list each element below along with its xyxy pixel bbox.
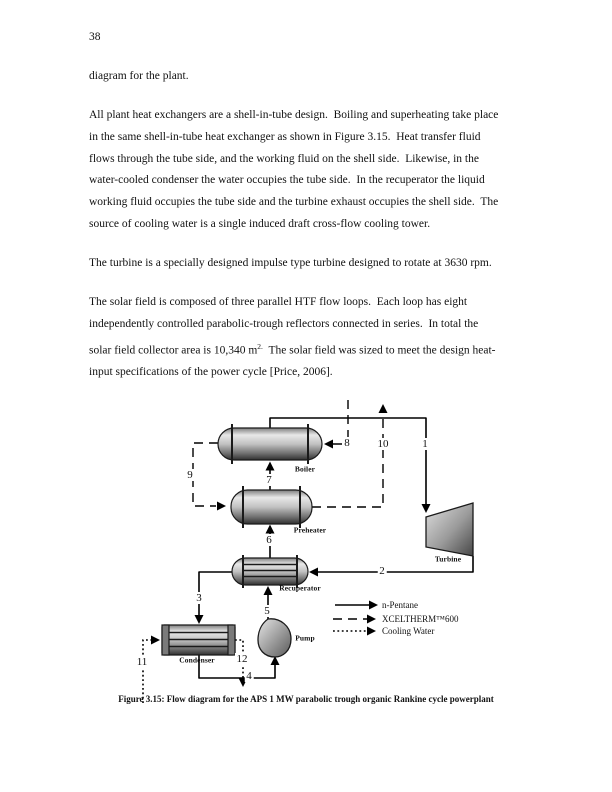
pump-label: Pump xyxy=(295,633,315,643)
arrow-into-boiler-right xyxy=(324,439,333,449)
body-line: water-cooled condenser the water occupie… xyxy=(89,174,485,187)
page-number: 38 xyxy=(89,31,101,43)
pipe-turbine-to-recuperator xyxy=(318,556,474,573)
body-line: solar field collector area is 10,340 m2.… xyxy=(89,336,559,362)
flow-diagram-graphics xyxy=(142,400,474,703)
superscript: 2. xyxy=(257,341,263,351)
arrow-into-turbine xyxy=(421,504,431,513)
boiler-label: Boiler xyxy=(294,464,316,474)
paragraph-heat-exchangers: All plant heat exchangers are a shell-in… xyxy=(89,105,559,236)
body-line: working fluid occupies the tube side and… xyxy=(89,196,499,209)
condenser-head-right xyxy=(227,624,236,656)
stream-label-10: 10 xyxy=(376,438,390,450)
preheater-label: Preheater xyxy=(293,525,327,535)
body-line: All plant heat exchangers are a shell-in… xyxy=(89,109,499,121)
body-line: The turbine is a specially designed impu… xyxy=(89,257,492,269)
body-text: The solar field was sized to meet the de… xyxy=(262,344,496,357)
legend-lines xyxy=(333,604,370,632)
condenser-label: Condenser xyxy=(179,655,215,665)
recuperator-tubes xyxy=(244,563,296,578)
pipe-htf-boiler-to-preheater xyxy=(192,442,218,507)
vessels xyxy=(161,424,474,658)
body-line: independently controlled parabolic-troug… xyxy=(89,317,479,330)
stream-label-3: 3 xyxy=(194,592,204,604)
flow-diagram: Boiler Preheater Recuperator Condenser T… xyxy=(130,395,492,710)
paragraph-intro: diagram for the plant. xyxy=(89,66,559,88)
stream-label-8: 8 xyxy=(342,437,352,449)
preheater-vessel xyxy=(230,489,313,525)
arrow-into-preheater-bottom xyxy=(265,524,275,534)
pipe-condenser-to-pump xyxy=(198,655,276,679)
recuperator-label: Recuperator xyxy=(279,583,321,593)
body-text: solar field collector area is 10,340 m xyxy=(89,344,258,357)
body-line: in the same shell-in-tube heat exchanger… xyxy=(89,130,481,143)
arrow-htf-out-top xyxy=(378,404,388,413)
body-line: The solar field is composed of three par… xyxy=(89,296,468,308)
arrow-cooling-into-condenser xyxy=(151,635,160,645)
arrow-into-recuperator-right xyxy=(309,567,318,577)
arrow-into-condenser-top xyxy=(194,615,204,624)
boiler-vessel xyxy=(217,427,323,461)
legend-label-n-pentane: n-Pentane xyxy=(382,600,418,610)
stream-label-7: 7 xyxy=(264,474,274,486)
condenser-head-left xyxy=(161,624,170,656)
pipe-htf-inlet xyxy=(330,400,349,445)
paragraph-solar-field: The solar field is composed of three par… xyxy=(89,292,559,384)
pipe-cooling-in xyxy=(142,639,152,703)
legend-label-xceltherm: XCELTHERM™600 xyxy=(382,614,459,624)
stream-label-9: 9 xyxy=(185,469,195,481)
stream-label-2: 2 xyxy=(377,565,387,577)
body-line: flows through the tube side, and the wor… xyxy=(89,152,479,165)
body-line: diagram for the plant. xyxy=(89,70,189,82)
pipes-cooling-water xyxy=(142,639,244,703)
stream-label-4: 4 xyxy=(244,670,254,682)
condenser-tubes xyxy=(169,631,228,648)
stream-label-1: 1 xyxy=(420,438,430,450)
body-line: source of cooling water is a single indu… xyxy=(89,217,431,230)
figure-caption: Figure 3.15: Flow diagram for the APS 1 … xyxy=(118,694,494,704)
arrow-into-preheater-left xyxy=(217,501,226,511)
stream-label-12: 12 xyxy=(235,653,249,665)
turbine-shape xyxy=(425,502,474,557)
body-line: input specifications of the power cycle … xyxy=(89,365,333,378)
stream-label-11: 11 xyxy=(135,656,149,668)
stream-label-5: 5 xyxy=(262,605,272,617)
turbine-label: Turbine xyxy=(434,554,462,564)
arrow-into-recuperator-bottom xyxy=(263,586,273,595)
pipe-recuperator-to-condenser xyxy=(198,571,232,616)
arrow-into-boiler-bottom xyxy=(265,461,275,471)
legend-label-cooling-water: Cooling Water xyxy=(382,626,435,636)
arrow-into-pump xyxy=(270,656,280,665)
legend-arrowheads xyxy=(367,600,378,636)
stream-label-6: 6 xyxy=(264,534,274,546)
pump-shape xyxy=(257,618,292,658)
paragraph-turbine: The turbine is a specially designed impu… xyxy=(89,253,559,275)
